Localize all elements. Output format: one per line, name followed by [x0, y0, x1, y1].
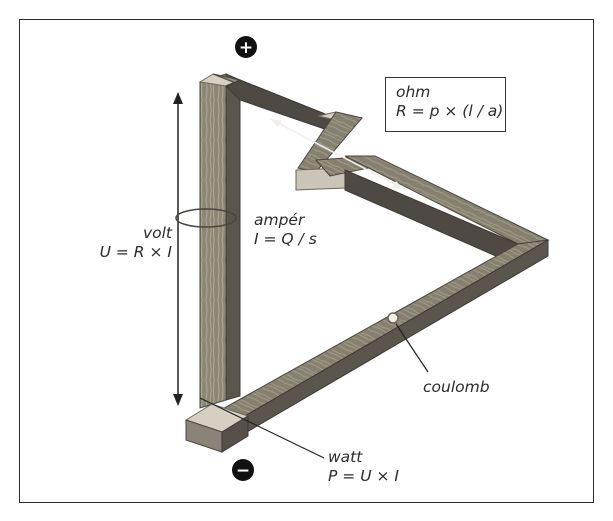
- negative-terminal: −: [232, 459, 254, 481]
- bottom-conductor: [208, 239, 549, 437]
- left-conductor: [198, 73, 242, 409]
- ampere-formula: I = Q / s: [254, 230, 317, 249]
- ohm-arrow: [270, 119, 404, 189]
- ampere-name: ampér: [254, 211, 305, 229]
- volt-label: volt U = R × I: [92, 224, 172, 263]
- current-ring: [175, 208, 237, 228]
- ampere-label: ampér I = Q / s: [254, 211, 317, 250]
- ohm-formula: R = p × (l / a): [396, 102, 504, 121]
- watt-name: watt: [328, 448, 363, 466]
- base-block: [184, 403, 250, 453]
- positive-symbol: +: [239, 38, 253, 58]
- volt-formula: U = R × I: [99, 243, 172, 262]
- negative-symbol: −: [236, 461, 250, 481]
- coulomb-label: coulomb: [423, 378, 490, 397]
- watt-leader: [199, 397, 325, 459]
- coulomb-name: coulomb: [423, 378, 490, 396]
- positive-terminal: +: [235, 36, 257, 58]
- volt-name: volt: [142, 224, 172, 242]
- ohm-label-box: ohm R = p × (l / a): [385, 77, 506, 132]
- diagram-frame: [19, 19, 594, 503]
- ohm-name: ohm: [396, 83, 431, 101]
- watt-label: watt P = U × I: [328, 448, 399, 487]
- coulomb-marker: [387, 312, 429, 373]
- watt-formula: P = U × I: [328, 467, 399, 486]
- volt-arrow: [173, 92, 183, 406]
